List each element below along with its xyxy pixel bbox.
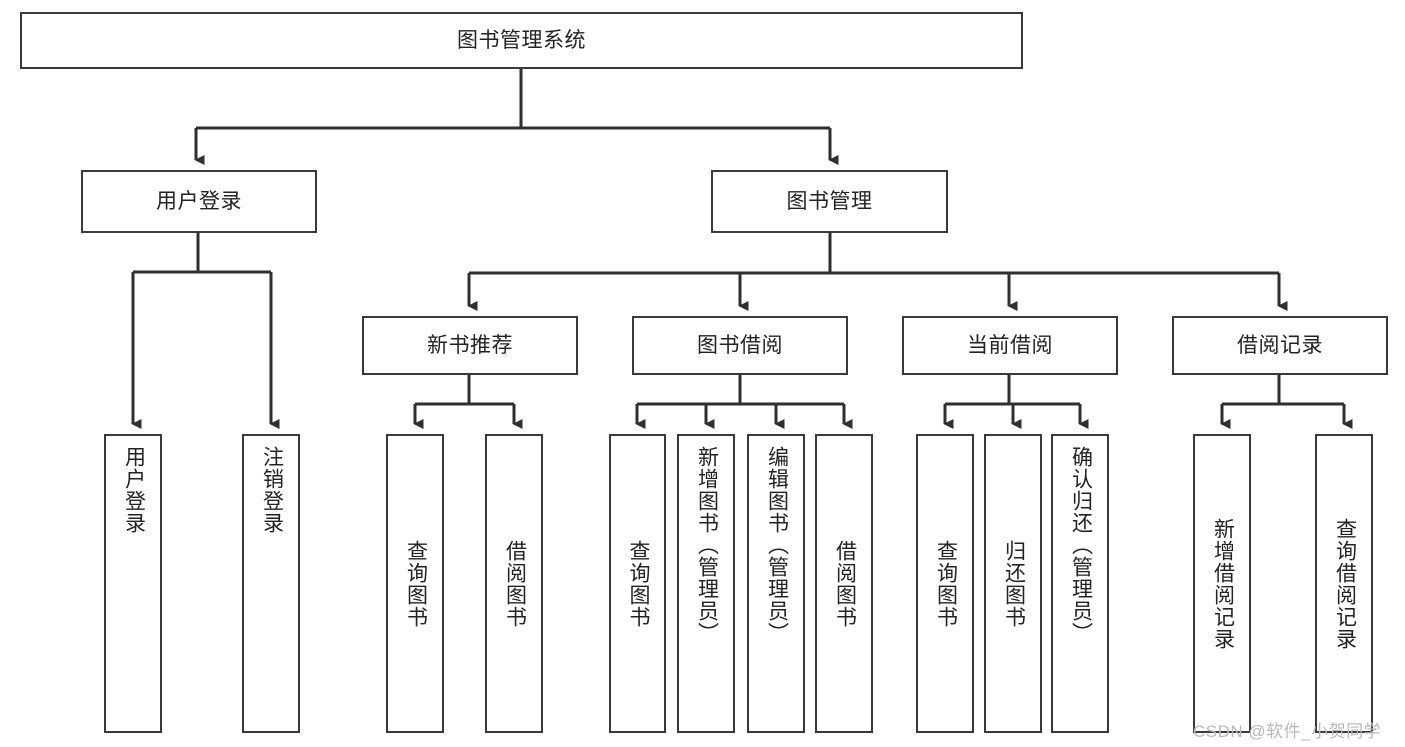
leaf-label-user-login: 用户登录	[122, 446, 146, 534]
node-label-new-book-recommend: 新书推荐	[427, 333, 513, 357]
node-label-root: 图书管理系统	[457, 28, 586, 52]
leaf-label-borrow-book: 借阅图书	[833, 539, 857, 628]
leaf-query-borrow-record[interactable]: 查询借阅记录	[1315, 434, 1373, 733]
leaf-query-book-borrow[interactable]: 查询图书	[609, 434, 666, 733]
node-book-management-system[interactable]: 图书管理系统	[20, 12, 1023, 69]
node-current-borrow[interactable]: 当前借阅	[902, 316, 1118, 375]
leaf-label-query-book-current: 查询图书	[934, 539, 958, 628]
leaf-confirm-return-admin[interactable]: 确认归还（管理员）	[1051, 434, 1109, 733]
leaf-label-logout-login: 注销登录	[260, 446, 284, 534]
leaf-label-edit-book-admin: 编辑图书（管理员）	[765, 446, 789, 644]
leaf-label-add-borrow-record: 新增借阅记录	[1211, 517, 1235, 650]
leaf-label-query-borrow-record: 查询借阅记录	[1333, 517, 1357, 650]
node-book-borrow[interactable]: 图书借阅	[632, 316, 848, 375]
node-label-borrow-record: 借阅记录	[1237, 333, 1323, 357]
leaf-query-book-recommend[interactable]: 查询图书	[386, 434, 444, 733]
leaf-borrow-book-recommend[interactable]: 借阅图书	[485, 434, 543, 733]
leaf-return-book[interactable]: 归还图书	[984, 434, 1042, 733]
leaf-logout-login[interactable]: 注销登录	[242, 434, 300, 733]
leaf-add-borrow-record[interactable]: 新增借阅记录	[1193, 434, 1251, 733]
leaf-query-book-current[interactable]: 查询图书	[916, 434, 974, 733]
node-user-login[interactable]: 用户登录	[81, 170, 317, 233]
leaf-label-add-book-admin: 新增图书（管理员）	[695, 446, 719, 644]
leaf-borrow-book[interactable]: 借阅图书	[815, 434, 873, 733]
leaf-label-query-book-borrow: 查询图书	[626, 539, 650, 628]
node-borrow-record[interactable]: 借阅记录	[1172, 316, 1388, 375]
leaf-label-borrow-book-recommend: 借阅图书	[503, 539, 527, 628]
node-book-management[interactable]: 图书管理	[711, 170, 948, 233]
leaf-edit-book-admin[interactable]: 编辑图书（管理员）	[747, 434, 805, 733]
node-label-book-borrow: 图书借阅	[697, 333, 783, 357]
leaf-label-return-book: 归还图书	[1002, 539, 1026, 628]
node-label-current-borrow: 当前借阅	[967, 333, 1053, 357]
node-new-book-recommend[interactable]: 新书推荐	[362, 316, 578, 375]
leaf-label-confirm-return-admin: 确认归还（管理员）	[1069, 446, 1093, 644]
leaf-add-book-admin[interactable]: 新增图书（管理员）	[677, 434, 735, 733]
leaf-user-login[interactable]: 用户登录	[104, 434, 162, 733]
node-label-user-login: 用户登录	[156, 189, 242, 213]
leaf-label-query-book-recommend: 查询图书	[404, 539, 428, 628]
node-label-book-management: 图书管理	[786, 189, 873, 213]
